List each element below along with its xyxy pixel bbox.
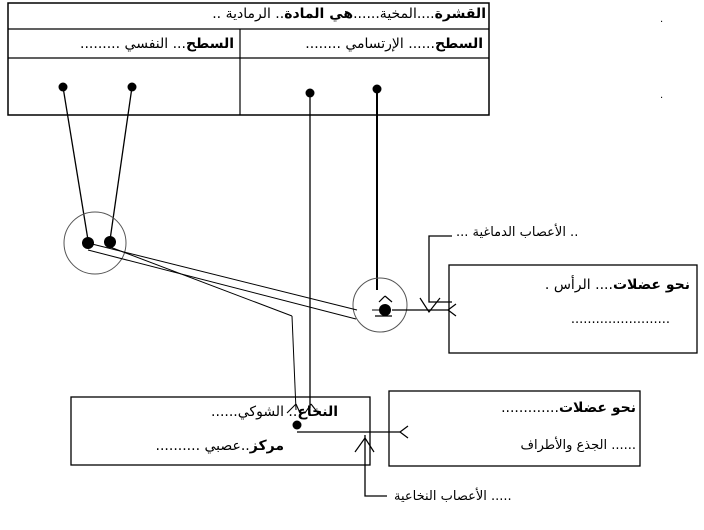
spinal-nerve-arrow [354,436,375,453]
cortex-header-text-1: ....المخية...... [353,6,435,22]
head-muscles-line-1: نحو عضلات.... الرأس . [545,277,690,293]
spinal-cord-line-1: النخاع.. الشوكي...... [211,404,338,420]
head-arrowhead [447,303,457,317]
relay-connection-upper [91,243,358,311]
trunk-arrowhead [399,425,409,439]
nerve-center-bold: مركز [249,438,284,454]
projection-surface-text: ...... الإرتسامي ........ [305,36,435,52]
psychic-pathway-2 [109,86,133,241]
left-node-to-spinal-drop [291,315,297,411]
psychic-surface-bold: السطح [185,36,234,52]
margin-dot-top: . [660,14,664,25]
projection-surface-bold: السطح [434,36,483,52]
relay-connection-lower [87,249,357,320]
head-muscles-bold: نحو عضلات [612,277,690,293]
head-muscles-line-2: ........................ [570,312,670,327]
brainstem-relay-circle [352,277,408,333]
spinal-neuron [292,420,302,430]
left-relay-synapses [82,236,116,249]
psychic-surface-text: ... النفسي ......... [80,36,186,52]
cortex-box [7,2,490,116]
spinal-synapses [286,403,319,414]
psychic-surface-label: السطح... النفسي ......... [80,36,234,52]
head-muscles-text: .... الرأس . [544,277,613,293]
cortex-header-bold-1: القشرة [434,6,486,22]
cortex-header-text-2: .. الرمادية .. [212,6,285,22]
cranial-nerves-bracket [428,235,452,303]
trunk-muscles-line-1: نحو عضلات............. [501,400,636,416]
spinal-cord-text: .. الشوكي...... [211,404,298,420]
cranial-nerve-arrow [419,297,441,314]
spinal-cord-box [70,396,371,466]
left-node-to-spinal [109,246,293,317]
trunk-muscles-bold: نحو عضلات [558,400,636,416]
margin-dot-middle: . [660,90,664,101]
spinal-nerves-bracket [364,435,387,497]
left-relay-circle [63,211,127,275]
trunk-muscles-line-2: ...... الجذع والأطراف [520,438,636,453]
brainstem-synapse [375,295,393,317]
psychic-pathway-1 [62,86,89,241]
head-muscles-box [448,264,698,354]
cortex-header: القشرة....المخية......هي المادة.. الرماد… [212,6,486,22]
projection-surface-label: السطح...... الإرتسامي ........ [305,36,483,52]
spinal-cord-line-2: مركز..عصبي .......... [156,438,284,454]
trunk-muscles-box [388,390,641,467]
cranial-nerves-label: .. الأعصاب الدماغية ... [456,225,579,240]
spinal-nerves-label: ..... الأعصاب النخاعية [394,489,512,504]
trunk-muscles-text: ............. [501,400,559,416]
cortex-header-bold-2: هي المادة [284,6,354,22]
spinal-cord-bold: النخاع [297,404,338,420]
nerve-center-text: ..عصبي .......... [155,438,250,454]
